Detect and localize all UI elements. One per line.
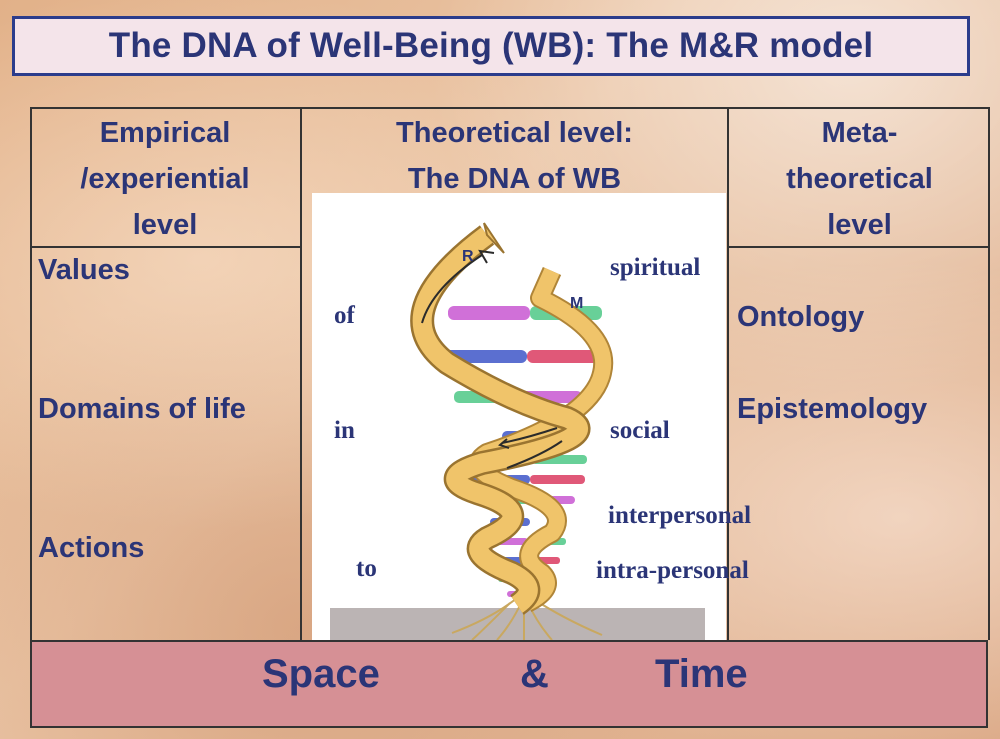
item-epistemology: Epistemology xyxy=(737,393,928,425)
header-theoretical-line: Theoretical level: xyxy=(396,117,633,149)
page-title: The DNA of Well-Being (WB): The M&R mode… xyxy=(108,26,874,65)
dna-word-in: in xyxy=(334,417,355,444)
header-empirical-line: Empirical xyxy=(99,117,231,149)
header-meta-line: theoretical xyxy=(786,163,933,195)
dna-word-interpersonal: interpersonal xyxy=(608,502,752,529)
ground-plate xyxy=(330,608,705,640)
dna-helix-illustration: R M xyxy=(330,222,705,640)
rung xyxy=(530,475,585,484)
dna-word-to: to xyxy=(356,555,377,582)
helix-strand-front-fill xyxy=(412,227,588,613)
flow-arrows xyxy=(421,249,563,469)
helix-letter-r: R xyxy=(462,248,474,265)
item-domains-of-life: Domains of life xyxy=(38,393,246,425)
footer-time: Time xyxy=(655,652,748,696)
footer-ampersand: & xyxy=(520,652,549,696)
footer-space: Space xyxy=(262,652,380,696)
dna-word-intra-personal: intra-personal xyxy=(596,557,749,584)
header-theoretical-line: The DNA of WB xyxy=(407,163,622,195)
rung xyxy=(448,306,530,320)
header-meta-line: level xyxy=(827,209,892,241)
row-divider-left xyxy=(30,246,302,248)
helix-strand-back-fill xyxy=(470,267,612,611)
row-divider-right xyxy=(727,246,990,248)
helix-tip xyxy=(483,222,505,254)
item-values: Values xyxy=(38,254,130,286)
item-actions: Actions xyxy=(38,532,145,564)
column-divider-left xyxy=(300,107,302,640)
title-banner: The DNA of Well-Being (WB): The M&R mode… xyxy=(12,16,970,76)
helix-letter-m: M xyxy=(570,295,583,312)
column-divider-right xyxy=(727,107,729,640)
item-ontology: Ontology xyxy=(737,301,865,333)
dna-word-of: of xyxy=(334,302,355,329)
model-table xyxy=(30,107,990,640)
header-empirical-line: /experiential xyxy=(80,163,250,195)
header-theoretical: Theoretical level: The DNA of WB xyxy=(302,110,727,202)
space-time-footer xyxy=(30,640,988,728)
header-empirical: Empirical /experiential level xyxy=(30,110,300,248)
header-meta: Meta- theoretical level xyxy=(729,110,990,248)
header-empirical-line: level xyxy=(132,209,198,241)
dna-word-social: social xyxy=(610,417,670,444)
rung xyxy=(527,350,612,363)
dna-word-spiritual: spiritual xyxy=(610,254,701,281)
header-meta-line: Meta- xyxy=(821,117,898,149)
